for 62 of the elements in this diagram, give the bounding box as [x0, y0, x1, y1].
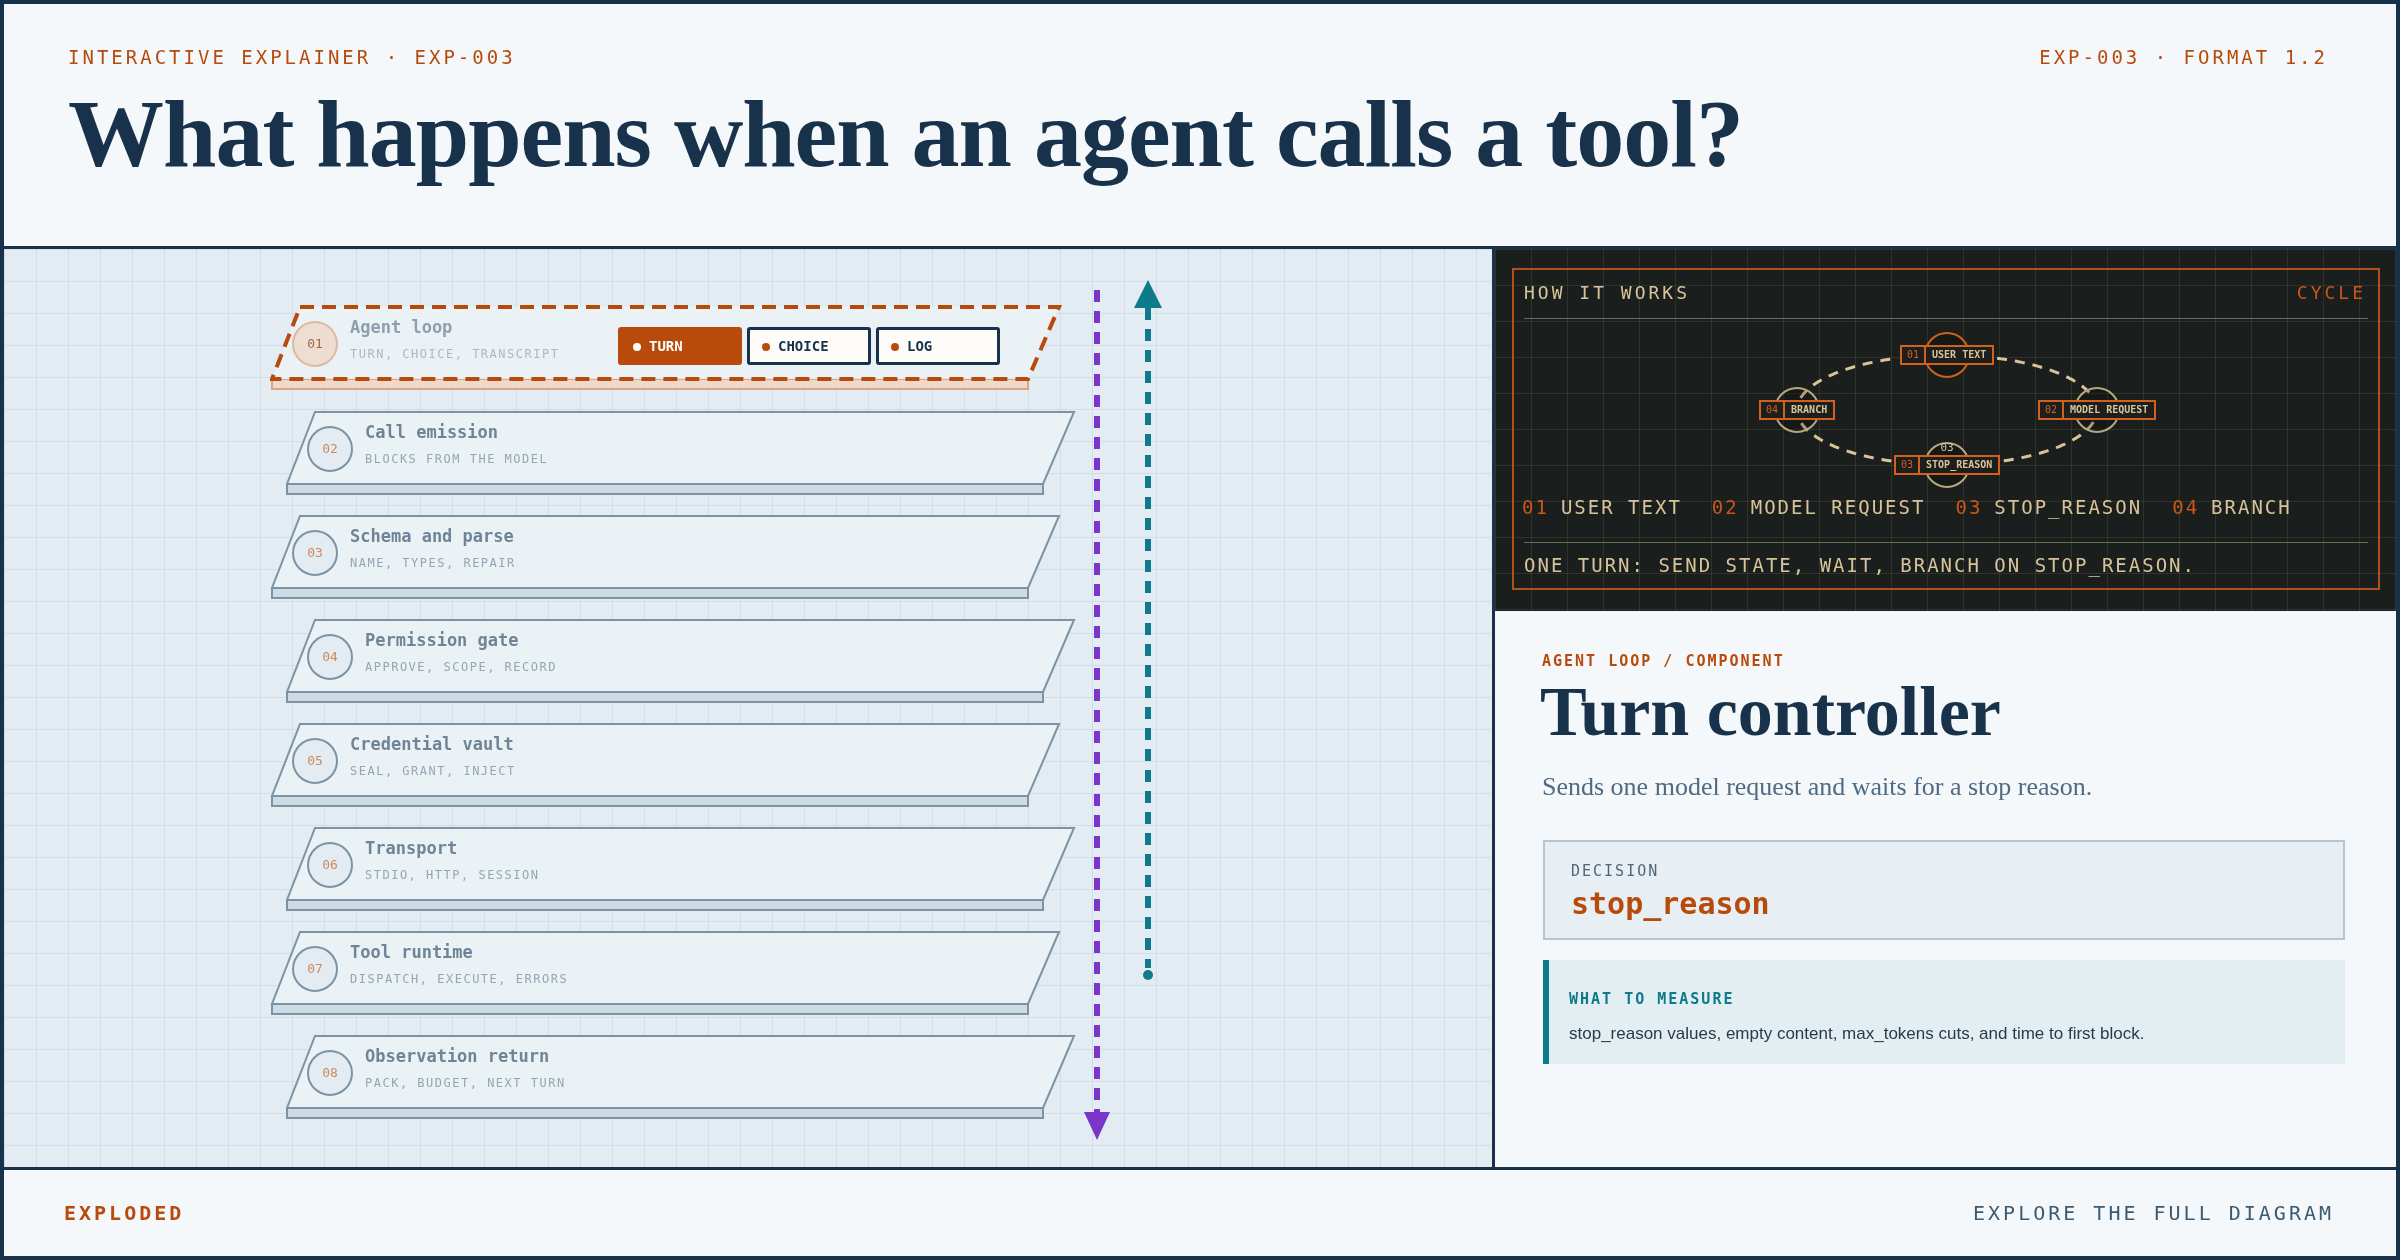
step-number: 03	[1896, 457, 1921, 473]
dashed-connector	[2002, 421, 2095, 463]
layer-title: Call emission	[365, 422, 499, 442]
panel-tag: CYCLE	[2296, 282, 2366, 303]
legend-text: MODEL REQUEST	[1750, 496, 1926, 518]
footer-text: EXPLODED	[64, 1201, 185, 1225]
dashed-connector	[1799, 421, 1892, 463]
layer-title: Credential vault	[350, 734, 514, 754]
card-body: stop_reason values, empty content, max_tokens cuts, and time to first block.	[1569, 1024, 2145, 1044]
layer-subtitle: DISPATCH, EXECUTE, ERRORS	[350, 972, 569, 986]
layer-subtitle: SEAL, GRANT, INJECT	[350, 764, 516, 778]
layer-subtitle: BLOCKS FROM THE MODEL	[365, 452, 549, 466]
layer-title: Permission gate	[365, 630, 519, 650]
component-title: Turn controller	[1540, 672, 2001, 752]
step-label: STOP_REASON	[1925, 458, 1994, 473]
tag-chip	[876, 327, 1000, 365]
breadcrumb: AGENT LOOP / COMPONENT	[1542, 652, 1785, 670]
panel-heading: HOW IT WORKS	[1524, 282, 1691, 303]
step-tag	[1894, 455, 2001, 475]
layer-title: Tool runtime	[350, 942, 473, 962]
decision-card	[1543, 840, 2345, 940]
legend-text: STOP_REASON	[1994, 496, 2143, 518]
card-heading: DECISION	[1571, 862, 1660, 880]
marker-number: 03	[1939, 441, 1955, 454]
layer-title: Agent loop	[350, 317, 453, 337]
step-label: BRANCH	[1790, 403, 1829, 417]
step-number: 02	[2040, 402, 2065, 418]
step-tag	[2038, 400, 2157, 420]
footer-text: EXPLORE THE FULL DIAGRAM	[1973, 1201, 2334, 1225]
header-tag: EXP-003 · FORMAT 1.2	[2039, 46, 2328, 68]
legend-number: 04	[2172, 496, 2200, 518]
layer-title: Observation return	[365, 1046, 550, 1066]
tag-chip	[618, 327, 742, 365]
layer-subtitle: NAME, TYPES, REPAIR	[350, 556, 516, 570]
component-description: Sends one model request and waits for a stop reason.	[1542, 772, 2093, 802]
panel-caption: ONE TURN: SEND STATE, WAIT, BRANCH ON STOP_REASON.	[1524, 554, 2196, 576]
step-label: MODEL REQUEST	[2069, 403, 2150, 417]
layer-subtitle: TURN, CHOICE, TRANSCRIPT	[350, 347, 560, 361]
measure-card	[1543, 960, 2345, 1064]
tag-text: CHOICE	[778, 338, 829, 354]
layer-title: Schema and parse	[350, 526, 514, 546]
tag-text: TURN	[649, 338, 683, 354]
legend-text: USER TEXT	[1560, 496, 1682, 518]
step-number: 04	[1761, 402, 1786, 418]
layer-title: Transport	[365, 838, 458, 858]
legend-number: 03	[1955, 496, 1983, 518]
step-number: 01	[1902, 347, 1927, 363]
layer-subtitle: STDIO, HTTP, SESSION	[365, 868, 540, 882]
legend-text: BRANCH	[2211, 496, 2292, 518]
page-title: What happens when an agent calls a tool?	[68, 79, 1743, 189]
step-tag	[1900, 345, 1995, 365]
legend-number: 01	[1522, 496, 1549, 518]
step-label: USER TEXT	[1931, 348, 1988, 362]
layer-subtitle: PACK, BUDGET, NEXT TURN	[365, 1076, 566, 1090]
step-tag	[1759, 400, 1836, 420]
decision-value: stop_reason	[1571, 886, 1770, 921]
tag-chip	[747, 327, 871, 365]
layer-subtitle: APPROVE, SCOPE, RECORD	[365, 660, 557, 674]
header-tag: INTERACTIVE EXPLAINER · EXP-003	[68, 46, 516, 68]
legend-number: 02	[1711, 496, 1739, 518]
tag-text: LOG	[907, 338, 933, 354]
card-heading: WHAT TO MEASURE	[1569, 990, 1735, 1008]
